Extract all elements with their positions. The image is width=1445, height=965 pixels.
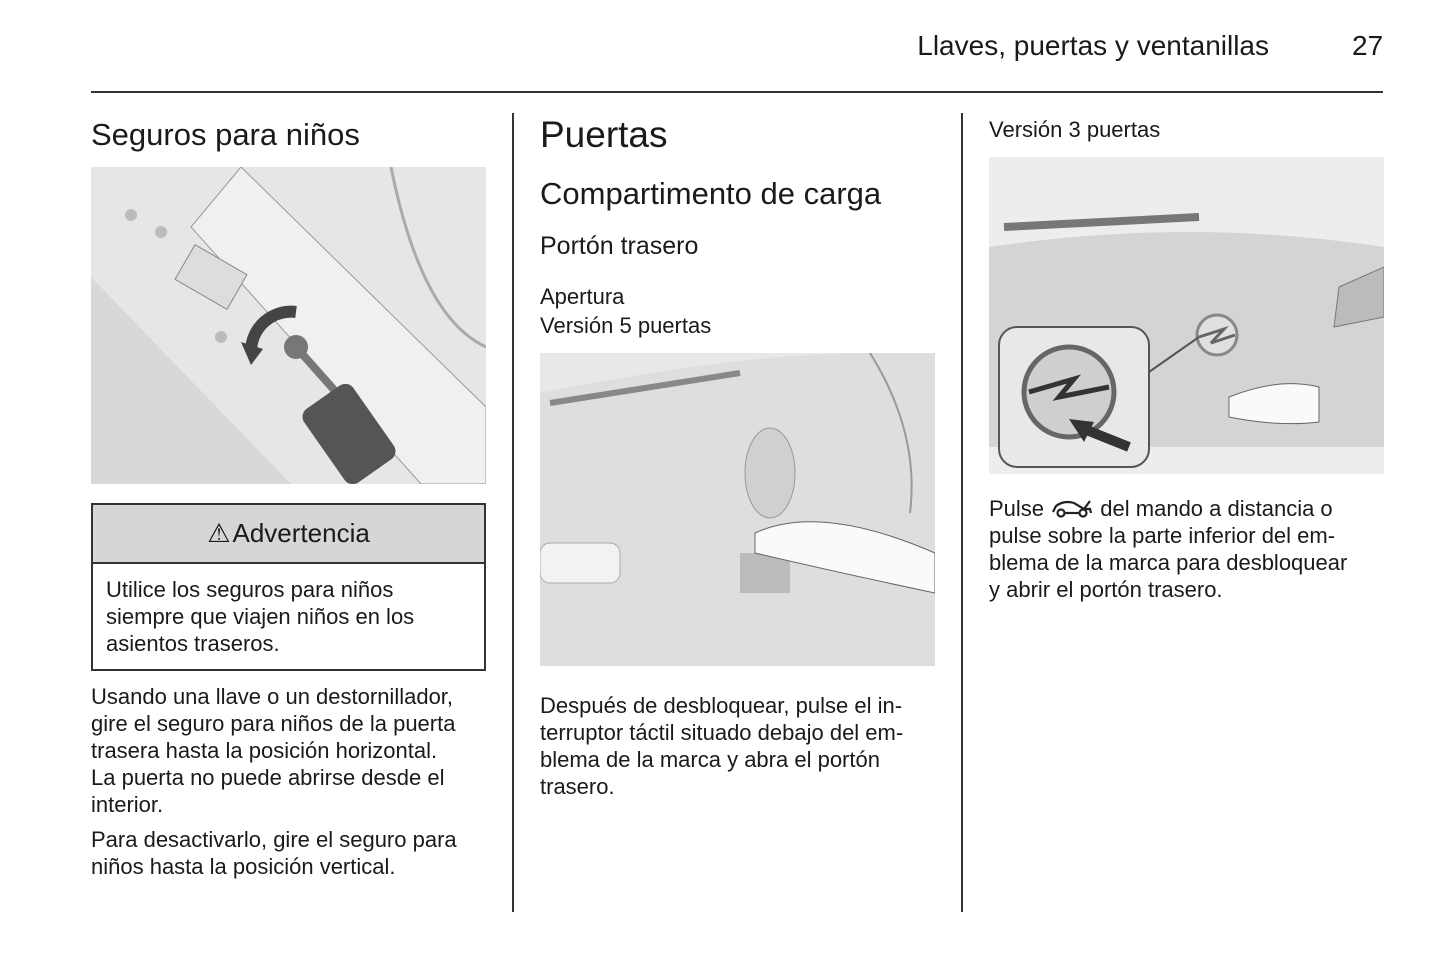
warning-text: Utilice los seguros para niños siempre q… bbox=[93, 564, 484, 669]
text-line: interior. bbox=[91, 792, 164, 817]
paragraph-child-lock-deactivate: Para desactivarlo, gire el seguro para n… bbox=[91, 826, 489, 880]
running-header-title: Llaves, puertas y ventanillas bbox=[917, 30, 1269, 61]
text-line: pulse sobre la parte inferior del em- bbox=[989, 523, 1336, 548]
text-line: blema de la marca para desbloquear bbox=[989, 550, 1348, 575]
warning-title: Advertencia bbox=[232, 518, 370, 548]
column-divider bbox=[512, 113, 514, 912]
text-line: Después de desbloquear, pulse el in- bbox=[540, 693, 903, 718]
header-rule bbox=[91, 91, 1383, 93]
label-5-door: Versión 5 puertas bbox=[540, 313, 712, 338]
text-line: Para desactivarlo, gire el seguro para bbox=[91, 827, 457, 852]
text-line: niños hasta la posición vertical. bbox=[91, 854, 396, 879]
subsection-heading-tailgate: Portón trasero bbox=[540, 232, 699, 260]
paragraph-child-lock-usage: Usando una llave o un destornillador, gi… bbox=[91, 683, 489, 818]
section-heading-child-locks: Seguros para niños bbox=[91, 117, 360, 152]
warning-triangle-icon: ⚠ bbox=[207, 518, 231, 548]
page-number: 27 bbox=[1352, 30, 1384, 61]
text-line: La puerta no puede abrirse desde el bbox=[91, 765, 445, 790]
text-line: Usando una llave o un destornillador, bbox=[91, 684, 454, 709]
warning-header: ⚠ Advertencia bbox=[93, 505, 484, 564]
text-line: asientos traseros. bbox=[106, 631, 280, 656]
text-fragment: del mando a distancia o bbox=[1100, 496, 1333, 521]
text-fragment: Pulse bbox=[989, 496, 1045, 521]
text-line: terruptor táctil situado debajo del em- bbox=[540, 720, 904, 745]
text-line: Pulse del mando a distancia o bbox=[989, 495, 1387, 522]
section-heading-cargo: Compartimento de carga bbox=[540, 176, 882, 211]
column-divider bbox=[961, 113, 963, 912]
text-line: trasera hasta la posición horizontal. bbox=[91, 738, 438, 763]
warning-box: ⚠ Advertencia Utilice los seguros para n… bbox=[91, 503, 486, 671]
label-3-door: Versión 3 puertas bbox=[989, 117, 1161, 142]
text-line: gire el seguro para niños de la puerta bbox=[91, 711, 456, 736]
text-line: trasero. bbox=[540, 774, 615, 799]
chapter-heading-doors: Puertas bbox=[540, 114, 668, 155]
text-line: y abrir el portón trasero. bbox=[989, 577, 1223, 602]
paragraph-3-door-opening: Pulse del mando a distancia o pulse sobr… bbox=[989, 495, 1387, 603]
paragraph-5-door-opening: Después de desbloquear, pulse el in- ter… bbox=[540, 692, 938, 800]
car-tailgate-icon bbox=[1052, 500, 1093, 518]
text-line: Utilice los seguros para niños bbox=[106, 577, 394, 602]
label-opening: Apertura bbox=[540, 284, 625, 309]
tailgate-5-door-illustration bbox=[540, 353, 935, 666]
text-line: blema de la marca y abra el portón bbox=[540, 747, 880, 772]
tailgate-3-door-illustration bbox=[989, 157, 1384, 474]
child-lock-illustration bbox=[91, 167, 486, 484]
text-line: siempre que viajen niños en los bbox=[106, 604, 415, 629]
